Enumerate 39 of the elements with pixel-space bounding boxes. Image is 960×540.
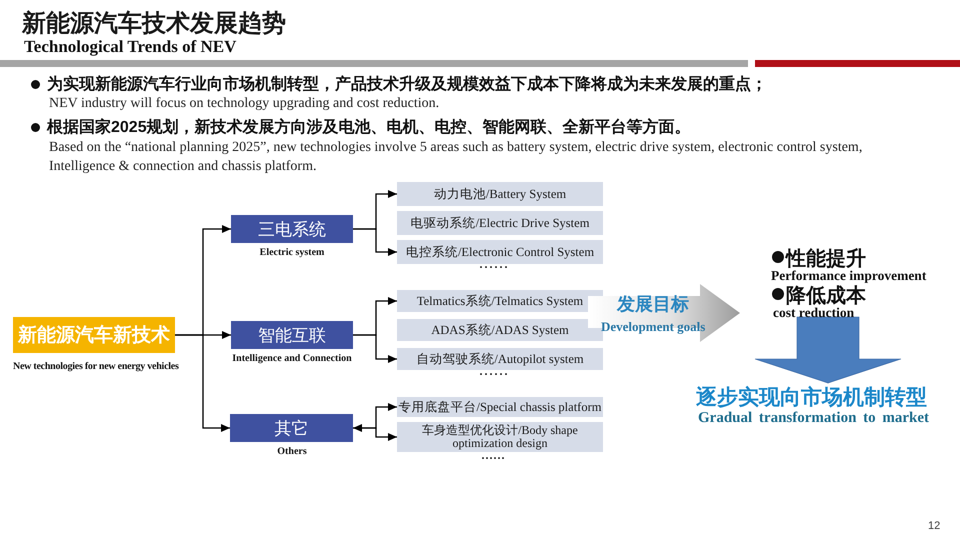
item-box: 专用底盘平台/Special chassis platform — [397, 397, 603, 417]
ellipsis: ······ — [479, 367, 510, 382]
arrow — [353, 228, 397, 256]
body-text: NEV industry will focus on technology upgrading and cost reduction. — [49, 96, 440, 112]
arrow — [175, 334, 230, 432]
arrow — [353, 334, 397, 363]
node-label: Intelligence and Connection — [232, 353, 352, 364]
bullet-text: 为实现新能源汽车行业向市场机制转型，产品技术升级及规模效益下成本下降将成为未来发展的重点； — [47, 74, 767, 95]
item-box: 电控系统/Electronic Control System — [397, 240, 603, 264]
arrow — [353, 427, 397, 441]
page-number: 12 — [928, 520, 940, 532]
outcome-subtext: Gradual transformation to market — [698, 410, 930, 427]
arrow-subheading: Development goals — [601, 319, 706, 335]
node-label: Electric system — [260, 247, 324, 258]
category-box: 其它 — [230, 414, 353, 442]
arrow-heading: 发展目标 — [617, 293, 689, 316]
outcome-text: 逐步实现向市场机制转型 — [696, 384, 927, 411]
goal-text: 性能提升 — [786, 247, 866, 270]
category-box: 智能互联 — [231, 321, 353, 349]
subtitle: Technological Trends of NEV — [24, 37, 236, 57]
block-arrow — [754, 316, 902, 384]
item-box: Telmatics系统/Telmatics System — [397, 290, 603, 312]
item-box: 动力电池/Battery System — [397, 182, 603, 206]
block-arrow — [588, 284, 740, 342]
goal-subtext: cost reduction — [773, 305, 854, 321]
title: 新能源汽车技术发展趋势 — [22, 9, 286, 39]
item-box: 车身造型优化设计/Body shape optimization design — [397, 422, 603, 452]
ellipsis: ······ — [481, 451, 506, 466]
item-box: 自动驾驶系统/Autopilot system — [397, 348, 603, 370]
goal-subtext: Performance improvement — [771, 268, 926, 284]
node-label: New technologies for new energy vehicles — [13, 361, 179, 372]
topic-box: 新能源汽车新技术 — [13, 317, 175, 353]
goal-text: 降低成本 — [786, 284, 866, 308]
item-box: 电驱动系统/Electric Drive System — [397, 211, 603, 235]
arrow — [353, 403, 397, 432]
body-text: Based on the “national planning 2025”, new technologies involve 5 areas such as battery system, electric drive system, electronic control system, Intelligence & connection and chassis platform. — [49, 139, 864, 176]
category-box: 三电系统 — [231, 215, 353, 243]
node-label: Others — [277, 446, 307, 457]
bullet-text: 根据国家2025规划，新技术发展方向涉及电池、电机、电控、智能网联、全新平台等方面。 — [47, 117, 691, 138]
